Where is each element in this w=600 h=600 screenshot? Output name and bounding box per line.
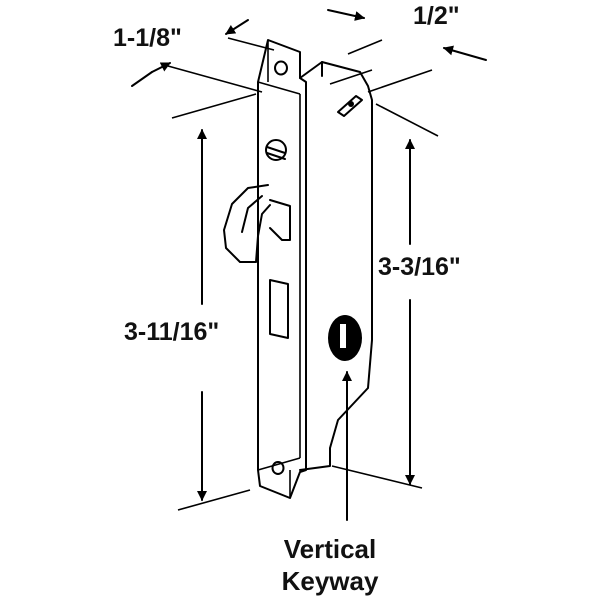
lock-body [223, 39, 373, 499]
dimension-depth: 1-1/8" [113, 19, 275, 93]
dimension-faceplate-width: 1/2" [327, 2, 487, 93]
faceplate-slot [269, 279, 289, 339]
dimension-overall-height-label: 3-11/16" [124, 318, 219, 346]
dimension-body-height: 3-3/16" [331, 103, 461, 489]
top-screw-hole [274, 60, 288, 76]
dimension-overall-height: 3-11/16" [124, 93, 257, 511]
keyway-label-line1: Vertical [284, 534, 377, 564]
keyway-callout: Vertical Keyway [282, 371, 379, 596]
dimension-depth-label: 1-1/8" [113, 24, 182, 52]
keyway-icon [328, 315, 362, 361]
dimension-faceplate-width-label: 1/2" [413, 2, 460, 30]
dimension-body-height-label: 3-3/16" [378, 253, 461, 281]
hook-latch [223, 184, 271, 263]
keyway-label-line2: Keyway [282, 566, 379, 596]
faceplate [257, 39, 307, 499]
faceplate-screw [265, 139, 287, 161]
bottom-screw-hole [271, 461, 285, 475]
